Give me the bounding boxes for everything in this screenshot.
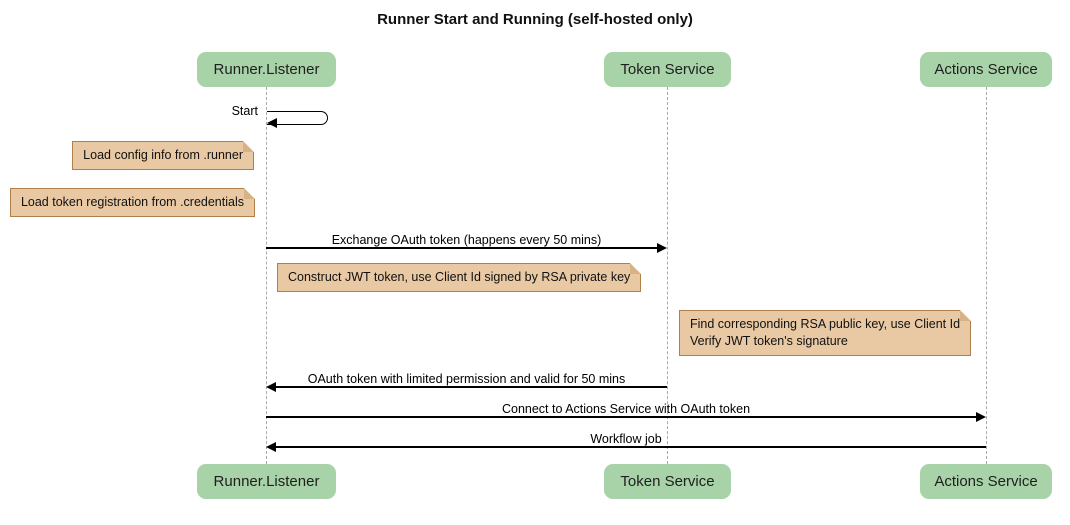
arrowhead-left-icon bbox=[267, 118, 277, 128]
message-line-workflow-job bbox=[275, 446, 986, 448]
lifeline-token-service bbox=[667, 87, 668, 464]
participant-actions-service-top: Actions Service bbox=[920, 52, 1052, 87]
message-label-oauth-return: OAuth token with limited permission and … bbox=[307, 372, 626, 386]
diagram-title: Runner Start and Running (self-hosted on… bbox=[377, 11, 693, 28]
participant-token-service-top: Token Service bbox=[604, 52, 731, 87]
note-text-line-1: Find corresponding RSA public key, use C… bbox=[690, 317, 961, 331]
participant-label: Runner.Listener bbox=[213, 61, 320, 78]
participant-actions-service-bottom: Actions Service bbox=[920, 464, 1052, 499]
participant-label: Actions Service bbox=[934, 473, 1038, 490]
note-construct-jwt: Construct JWT token, use Client Id signe… bbox=[277, 263, 642, 292]
participant-label: Runner.Listener bbox=[213, 473, 320, 490]
arrowhead-right-icon bbox=[976, 412, 986, 422]
participant-label: Token Service bbox=[620, 473, 715, 490]
message-line-connect-actions bbox=[266, 416, 977, 418]
message-label-connect-actions: Connect to Actions Service with OAuth to… bbox=[501, 402, 751, 416]
note-verify-jwt: Find corresponding RSA public key, use C… bbox=[679, 310, 972, 356]
note-text: Load token registration from .credential… bbox=[20, 195, 244, 209]
arrowhead-left-icon bbox=[266, 382, 276, 392]
note-text: Construct JWT token, use Client Id signe… bbox=[288, 270, 631, 284]
participant-runner-listener-bottom: Runner.Listener bbox=[197, 464, 336, 499]
lifeline-actions-service bbox=[986, 87, 987, 464]
participant-label: Actions Service bbox=[934, 61, 1038, 78]
message-label-start: Start bbox=[231, 104, 258, 118]
note-load-token-registration: Load token registration from .credential… bbox=[9, 188, 256, 217]
note-load-config: Load config info from .runner bbox=[72, 141, 254, 170]
message-line-oauth-return bbox=[275, 386, 667, 388]
participant-token-service-bottom: Token Service bbox=[604, 464, 731, 499]
lifeline-runner-listener bbox=[266, 87, 267, 464]
message-label-workflow-job: Workflow job bbox=[590, 432, 662, 446]
note-text-line-2: Verify JWT token's signature bbox=[690, 334, 848, 348]
arrowhead-left-icon bbox=[266, 442, 276, 452]
message-line-exchange-oauth bbox=[266, 247, 658, 249]
message-label-exchange-oauth: Exchange OAuth token (happens every 50 m… bbox=[331, 233, 602, 247]
note-text: Load config info from .runner bbox=[83, 148, 243, 162]
participant-label: Token Service bbox=[620, 61, 715, 78]
arrowhead-right-icon bbox=[657, 243, 667, 253]
self-message-loop-start bbox=[267, 111, 328, 125]
participant-runner-listener-top: Runner.Listener bbox=[197, 52, 336, 87]
